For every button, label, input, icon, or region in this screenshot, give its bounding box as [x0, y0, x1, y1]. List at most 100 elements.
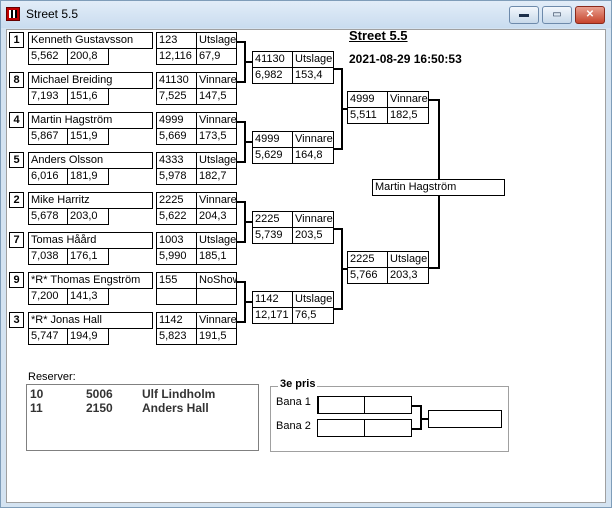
speed-field[interactable] — [196, 288, 237, 305]
result-field[interactable]: Vinnare — [196, 312, 237, 329]
time-field[interactable]: 1003 — [156, 232, 197, 249]
result-field[interactable]: Utslager — [292, 291, 334, 308]
elapsed-time-field[interactable]: 5,622 — [156, 208, 197, 225]
time-field[interactable]: 2225 — [156, 192, 197, 209]
reaction-time-field[interactable]: 5,747 — [28, 328, 68, 345]
connector-line — [420, 405, 422, 430]
speed-field[interactable]: 185,1 — [196, 248, 237, 265]
driver-name-field[interactable]: Martin Hagström — [28, 112, 153, 129]
lane-2-value-field[interactable] — [364, 419, 412, 437]
speed-field[interactable]: 153,4 — [292, 67, 334, 84]
minimize-button[interactable]: ▬ — [509, 6, 539, 24]
connector-line — [429, 267, 439, 269]
event-title: Street 5.5 — [349, 28, 408, 43]
time-field[interactable]: 2225 — [347, 251, 388, 268]
speed-field[interactable]: 204,3 — [196, 208, 237, 225]
reserves-label: Reserver: — [28, 371, 76, 383]
reaction-time-field[interactable]: 5,678 — [28, 208, 68, 225]
connector-line — [334, 148, 342, 150]
third-place-winner-field[interactable] — [428, 410, 502, 428]
speed-field[interactable]: 151,6 — [67, 88, 109, 105]
speed-field[interactable]: 151,9 — [67, 128, 109, 145]
title-bar[interactable]: Street 5.5 ▬ ▭ ✕ — [1, 1, 611, 28]
speed-field[interactable]: 67,9 — [196, 48, 237, 65]
result-field[interactable]: Utslager — [292, 51, 334, 68]
elapsed-time-field[interactable]: 5,739 — [252, 227, 293, 244]
speed-field[interactable]: 181,9 — [67, 168, 109, 185]
elapsed-time-field[interactable]: 5,990 — [156, 248, 197, 265]
elapsed-time-field[interactable] — [156, 288, 197, 305]
elapsed-time-field[interactable]: 5,823 — [156, 328, 197, 345]
time-field[interactable]: 4999 — [156, 112, 197, 129]
connector-line — [341, 268, 348, 270]
reaction-time-field[interactable]: 5,562 — [28, 48, 68, 65]
time-field[interactable]: 4999 — [252, 131, 293, 148]
maximize-button[interactable]: ▭ — [542, 6, 572, 24]
elapsed-time-field[interactable]: 5,766 — [347, 267, 388, 284]
speed-field[interactable]: 203,5 — [292, 227, 334, 244]
speed-field[interactable]: 194,9 — [67, 328, 109, 345]
result-field[interactable]: Vinnare — [387, 91, 429, 108]
reaction-time-field[interactable]: 7,200 — [28, 288, 68, 305]
speed-field[interactable]: 203,3 — [387, 267, 429, 284]
reaction-time-field[interactable]: 7,038 — [28, 248, 68, 265]
lane-1-name-field[interactable] — [317, 396, 365, 414]
result-field[interactable]: NoShow — [196, 272, 237, 289]
reaction-time-field[interactable]: 5,867 — [28, 128, 68, 145]
speed-field[interactable]: 173,5 — [196, 128, 237, 145]
driver-name-field[interactable]: Kenneth Gustavsson — [28, 32, 153, 49]
speed-field[interactable]: 164,8 — [292, 147, 334, 164]
result-field[interactable]: Vinnare — [196, 72, 237, 89]
result-field[interactable]: Vinnare — [292, 211, 334, 228]
speed-field[interactable]: 191,5 — [196, 328, 237, 345]
winner-field[interactable]: Martin Hagström — [372, 179, 505, 196]
elapsed-time-field[interactable]: 6,982 — [252, 67, 293, 84]
time-field[interactable]: 123 — [156, 32, 197, 49]
elapsed-time-field[interactable]: 5,978 — [156, 168, 197, 185]
speed-field[interactable]: 76,5 — [292, 307, 334, 324]
elapsed-time-field[interactable]: 7,525 — [156, 88, 197, 105]
time-field[interactable]: 4333 — [156, 152, 197, 169]
speed-field[interactable]: 203,0 — [67, 208, 109, 225]
driver-name-field[interactable]: Tomas Håård — [28, 232, 153, 249]
reserves-list[interactable]: 10 5006 Ulf Lindholm 11 2150 Anders Hall — [26, 384, 259, 451]
reaction-time-field[interactable]: 7,193 — [28, 88, 68, 105]
result-field[interactable]: Vinnare — [292, 131, 334, 148]
result-field[interactable]: Utslager — [196, 232, 237, 249]
elapsed-time-field[interactable]: 12,171 — [252, 307, 293, 324]
elapsed-time-field[interactable]: 12,116 — [156, 48, 197, 65]
result-field[interactable]: Vinnare — [196, 192, 237, 209]
time-field[interactable]: 2225 — [252, 211, 293, 228]
elapsed-time-field[interactable]: 5,511 — [347, 107, 388, 124]
time-field[interactable]: 4999 — [347, 91, 388, 108]
speed-field[interactable]: 182,5 — [387, 107, 429, 124]
speed-field[interactable]: 147,5 — [196, 88, 237, 105]
result-field[interactable]: Utslager — [196, 152, 237, 169]
lane-1-value-field[interactable] — [364, 396, 412, 414]
driver-name-field[interactable]: *R* Thomas Engström — [28, 272, 153, 289]
result-field[interactable]: Vinnare — [196, 112, 237, 129]
lane-2-name-field[interactable] — [317, 419, 365, 437]
driver-name-field[interactable]: Michael Breiding — [28, 72, 153, 89]
time-field[interactable]: 155 — [156, 272, 197, 289]
speed-field[interactable]: 141,3 — [67, 288, 109, 305]
seed-number: 7 — [9, 232, 24, 248]
driver-name-field[interactable]: *R* Jonas Hall — [28, 312, 153, 329]
connector-line — [237, 121, 245, 123]
speed-field[interactable]: 182,7 — [196, 168, 237, 185]
time-field[interactable]: 1142 — [156, 312, 197, 329]
elapsed-time-field[interactable]: 5,669 — [156, 128, 197, 145]
elapsed-time-field[interactable]: 5,629 — [252, 147, 293, 164]
reaction-time-field[interactable]: 6,016 — [28, 168, 68, 185]
reserve-number: 5006 — [86, 387, 113, 401]
driver-name-field[interactable]: Mike Harritz — [28, 192, 153, 209]
speed-field[interactable]: 176,1 — [67, 248, 109, 265]
time-field[interactable]: 1142 — [252, 291, 293, 308]
result-field[interactable]: Utslager — [387, 251, 429, 268]
speed-field[interactable]: 200,8 — [67, 48, 109, 65]
close-button[interactable]: ✕ — [575, 6, 605, 24]
driver-name-field[interactable]: Anders Olsson — [28, 152, 153, 169]
time-field[interactable]: 41130 — [252, 51, 293, 68]
result-field[interactable]: Utslager — [196, 32, 237, 49]
time-field[interactable]: 41130 — [156, 72, 197, 89]
